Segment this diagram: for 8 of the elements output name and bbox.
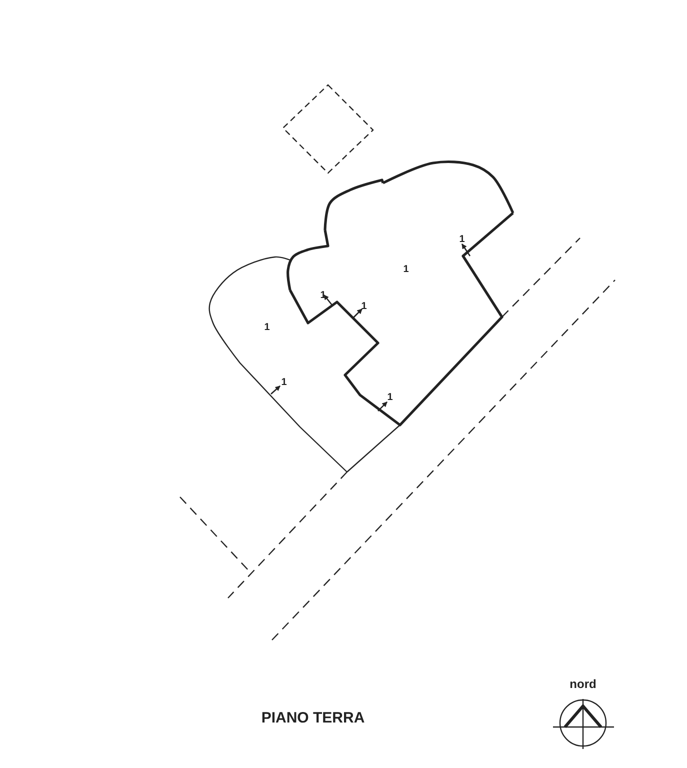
callout-number: 1	[281, 378, 287, 388]
north-label: nord	[570, 678, 596, 690]
room-number: 1	[264, 323, 270, 333]
callout-number: 1	[387, 393, 393, 403]
plan-title: PIANO TERRA	[261, 710, 365, 726]
callout-number: 1	[459, 235, 465, 245]
room-number: 1	[403, 265, 409, 275]
callout-number: 1	[361, 302, 367, 312]
